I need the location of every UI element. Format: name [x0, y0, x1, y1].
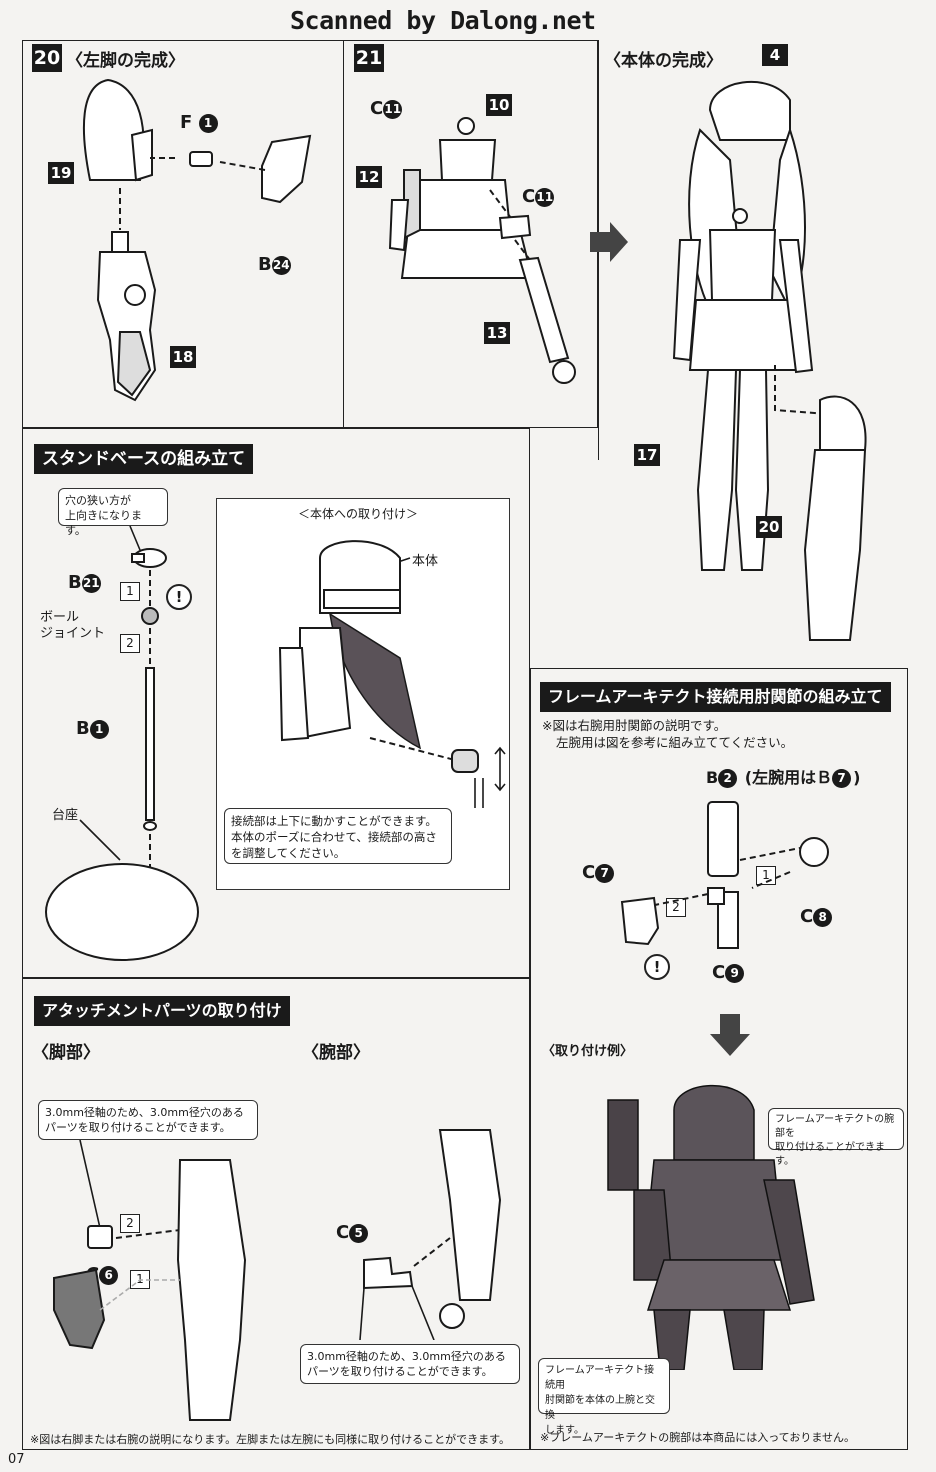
- frame-elbow-footnote: ※フレームアーキテクトの腕部は本商品には入っておりません。: [540, 1431, 856, 1444]
- leg-title: 〈脚部〉: [32, 1043, 100, 1063]
- base-label: 台座: [52, 808, 79, 823]
- attach-to-body-illustration: [278, 540, 506, 808]
- leg-attach-illustration: [53, 1140, 247, 1421]
- part-19: 19: [48, 162, 74, 184]
- part-20: 20: [756, 516, 782, 538]
- attach-to-body-title: ＜本体への取り付け＞: [298, 507, 419, 521]
- stand-step-2: 2: [120, 634, 140, 653]
- step-20-title: 〈左脚の完成〉: [66, 51, 185, 71]
- frame-elbow-illustration: [620, 801, 829, 949]
- frame-elbow-heading: フレームアーキテクト接続用肘関節の組み立て: [540, 682, 891, 712]
- arm-title: 〈腕部〉: [302, 1043, 370, 1063]
- arm-attach-illustration: [359, 1129, 502, 1340]
- runner-c11-arm: C11: [522, 186, 555, 207]
- part-17: 17: [634, 444, 660, 466]
- elbow-step-2: 2: [666, 898, 686, 917]
- attachment-heading: アタッチメントパーツの取り付け: [34, 996, 290, 1026]
- stand-callout-hole: 穴の狭い方が 上向きになります。: [58, 488, 168, 537]
- example-title: 〈取り付け例〉: [542, 1044, 634, 1059]
- callout-frame-elbow: フレームアーキテクト接続用 肘関節を本体の上腕と交換 します。: [538, 1358, 670, 1436]
- part-12: 12: [356, 166, 382, 188]
- stand-base-illustration: [45, 525, 199, 961]
- step-21-number: 21: [354, 44, 384, 72]
- completed-body-illustration: [672, 80, 867, 641]
- frame-elbow-note-1: ※図は右腕用肘関節の説明です。: [542, 718, 727, 733]
- down-arrow: [710, 1014, 750, 1056]
- watermark: Scanned by Dalong.net: [290, 6, 596, 35]
- frame-elbow-note-2: 左腕用は図を参考に組み立ててください。: [556, 735, 794, 750]
- caution-icon-elbow: !: [644, 954, 670, 980]
- runner-f1: F 1: [180, 112, 220, 133]
- caution-icon: !: [166, 584, 192, 610]
- page-number: 07: [8, 1452, 25, 1467]
- stand-step-1: 1: [120, 582, 140, 601]
- panel-stand-base: [22, 428, 530, 978]
- runner-b24: B24: [258, 254, 291, 275]
- part-18: 18: [170, 346, 196, 368]
- arm-note: 3.0mm径軸のため、3.0mm径穴のある パーツを取り付けることができます。: [300, 1344, 520, 1384]
- ball-joint-label: ボール ジョイント: [40, 610, 106, 641]
- leg-step-2: 2: [120, 1214, 140, 1233]
- panel-frame-elbow: [530, 668, 908, 1450]
- attach-note: 接続部は上下に動かすことができます。 本体のポーズに合わせて、接続部の高さ を調…: [224, 808, 452, 864]
- honntai-label: 本体: [412, 554, 439, 569]
- panel-step20: [22, 40, 344, 428]
- example-photo: [607, 1084, 815, 1370]
- big-arrow-right: [590, 222, 628, 262]
- runner-b21: B21: [68, 572, 101, 593]
- part-4: 4: [762, 44, 788, 66]
- part-10: 10: [486, 94, 512, 116]
- runner-c11-top: C11: [370, 98, 403, 119]
- leg-note: 3.0mm径軸のため、3.0mm径穴のある パーツを取り付けることができます。: [38, 1100, 258, 1140]
- attachment-footnote: ※図は右脚または右腕の説明になります。左脚または左腕にも同様に取り付けることがで…: [30, 1433, 511, 1446]
- part-13: 13: [484, 322, 510, 344]
- body-complete-title: 〈本体の完成〉: [604, 51, 723, 71]
- stand-base-heading: スタンドベースの組み立て: [34, 444, 254, 474]
- callout-frame-arm: フレームアーキテクトの腕部を 取り付けることができます。: [768, 1108, 904, 1167]
- step-20-number: 20: [32, 44, 62, 72]
- panel-attachment: [22, 978, 530, 1450]
- step-21-illustration: [388, 117, 576, 384]
- step-20-illustration: [83, 78, 312, 402]
